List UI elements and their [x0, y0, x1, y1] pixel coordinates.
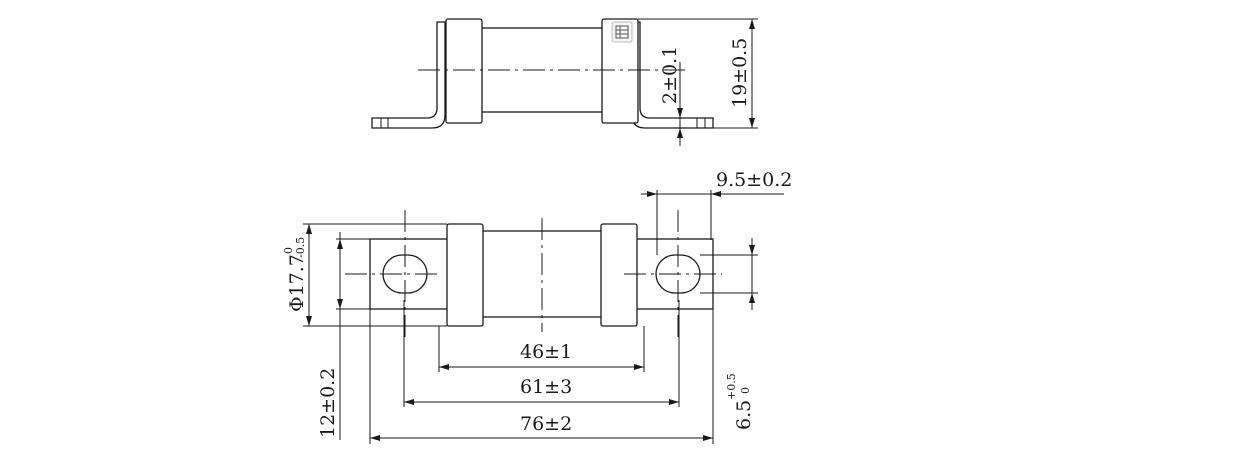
top-body	[481, 230, 605, 318]
dim-2-arrow-bottom	[677, 128, 683, 138]
dim-9-5-arrow-left	[647, 191, 657, 197]
dim-length-mid: 61±3	[520, 376, 572, 398]
dim-slot-width-upper: +0.5	[725, 373, 738, 400]
dim-body-diameter-upper: 0	[282, 247, 295, 254]
dim-length-overall: 76±2	[520, 413, 572, 435]
top-right-cap	[600, 223, 638, 327]
dim-slot-width-lower: 0	[739, 387, 752, 394]
dim-tab-width: 12±0.2	[317, 368, 339, 438]
dim-phi-arrow-top	[306, 224, 312, 234]
dim-61-arrow-left	[404, 399, 414, 405]
dim-6-5-arrow-top	[749, 245, 755, 255]
dim-19-arrow-bottom	[749, 118, 755, 128]
side-view: 2±0.1 19±0.5	[371, 18, 758, 146]
dim-phi-arrow-bottom	[306, 316, 312, 326]
dim-slot-width: 6.5	[733, 400, 755, 430]
dim-slot-offset: 9.5±0.2	[716, 169, 792, 191]
dim-side-height: 19±0.5	[729, 38, 751, 108]
dim-19-arrow-top	[749, 19, 755, 29]
dim-46-arrow-left	[439, 364, 449, 370]
dim-body-diameter: Φ17.7	[286, 254, 308, 312]
dim-76-arrow-left	[370, 435, 380, 441]
dim-2-arrow-top	[677, 108, 683, 118]
top-left-cap	[446, 223, 484, 327]
dim-side-tab-thickness: 2±0.1	[659, 46, 681, 104]
frame-icon[interactable]	[611, 21, 633, 43]
dim-12-arrow-top	[337, 239, 343, 249]
dim-76-arrow-right	[703, 435, 713, 441]
dim-body-diameter-lower: -0.5	[294, 237, 307, 258]
dim-6-5-arrow-bottom	[749, 293, 755, 303]
side-left-tab	[371, 21, 446, 129]
top-view: 9.5±0.2 Φ17.7 0 -0.5 12±0.2 6.5 +0.5 0 4…	[282, 169, 792, 444]
dim-46-arrow-right	[634, 364, 644, 370]
side-right-cap	[601, 18, 639, 124]
dim-9-5-arrow-right	[711, 191, 721, 197]
dim-length-inner: 46±1	[520, 341, 572, 363]
side-left-cap	[445, 18, 483, 124]
dim-12-arrow-bottom	[337, 299, 343, 309]
dim-61-arrow-right	[669, 399, 679, 405]
